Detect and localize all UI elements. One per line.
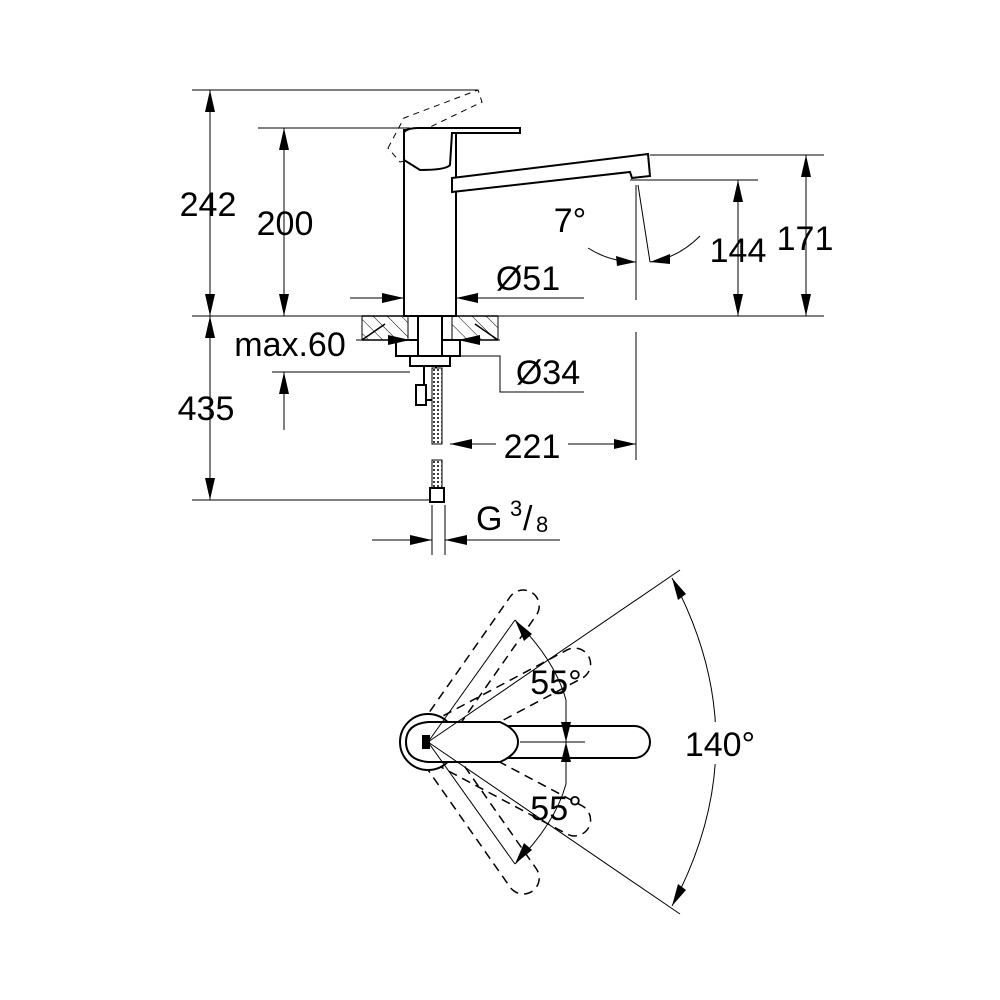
dim-171: 171 <box>777 155 834 316</box>
thread-numerator-label: 3 <box>510 496 522 521</box>
lever-rotated-outlines <box>407 589 592 895</box>
side-view: 242 200 171 144 <box>178 89 834 555</box>
dim-200: 200 <box>257 128 314 316</box>
angle-55-upper-label: 55° <box>530 664 581 702</box>
dim-200-label: 200 <box>257 205 314 243</box>
thread-denominator-label: 8 <box>536 512 548 537</box>
dim-242: 242 <box>180 90 237 316</box>
dim-d34: Ø34 <box>456 354 584 393</box>
thread-slash: / <box>523 500 533 538</box>
angle-55-upper: 55° <box>427 619 585 743</box>
dim-144: 144 <box>710 180 767 316</box>
faucet-body <box>403 127 652 317</box>
dim-d51: Ø51 <box>350 260 584 303</box>
dim-thread: G 3 / 8 <box>372 496 560 545</box>
dim-435: 435 <box>178 316 289 500</box>
deck-section <box>361 315 499 503</box>
angle-55-lower: 55° <box>427 741 582 865</box>
dim-171-label: 171 <box>777 220 834 258</box>
dim-242-label: 242 <box>180 186 237 224</box>
dim-7-degree: 7° <box>554 184 701 266</box>
dim-144-label: 144 <box>710 232 767 270</box>
thread-g-label: G <box>476 500 502 538</box>
dim-435-label: 435 <box>178 390 235 428</box>
dim-d34-label: Ø34 <box>516 354 580 392</box>
dim-7-label: 7° <box>554 202 587 240</box>
dim-max60: max.60 <box>234 326 500 364</box>
top-view: 55° 55° 140° <box>399 569 772 915</box>
angle-140-label: 140° <box>685 726 755 764</box>
dim-221: 221 <box>450 424 636 466</box>
angle-140: 140° <box>427 569 772 915</box>
dim-max60-label: max.60 <box>234 326 346 364</box>
dim-221-label: 221 <box>504 428 561 466</box>
extension-lines <box>192 89 824 555</box>
dim-d51-label: Ø51 <box>496 260 560 298</box>
angle-55-lower-label: 55° <box>530 790 581 828</box>
